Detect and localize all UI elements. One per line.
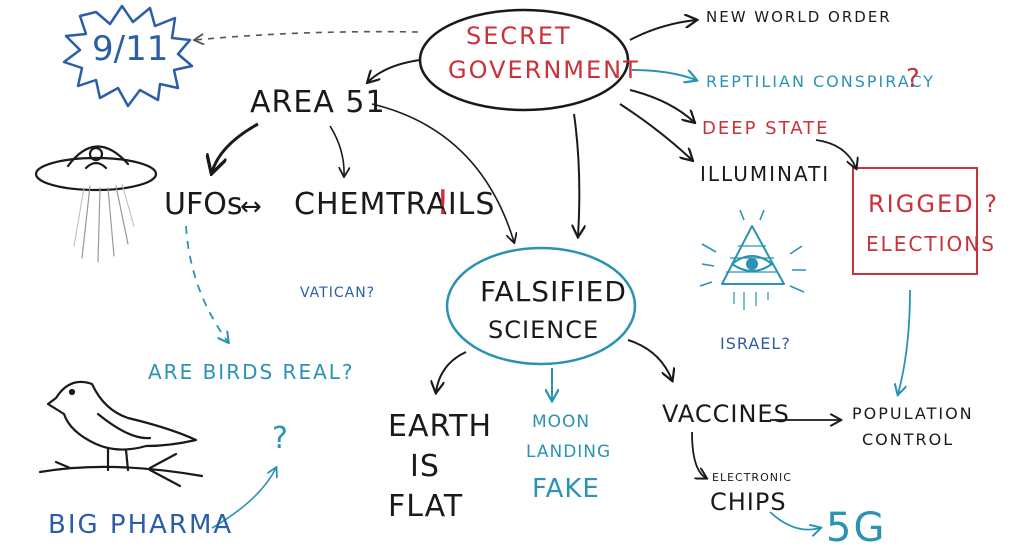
arrow-falsified-to-earth [436, 351, 467, 392]
arrow-to-falsified-gov [574, 113, 579, 236]
arrow-rigged-to-population [898, 289, 911, 394]
falsified-science-ellipse [445, 246, 637, 366]
earth-label-line2: Is [410, 449, 440, 484]
arrow-falsified-to-vaccines [627, 339, 672, 380]
bird-icon [38, 380, 204, 488]
arrow-to-nwo [629, 20, 696, 41]
secret-government-label-line1: Secret [466, 22, 572, 50]
earth-label-line3: Flat [388, 489, 464, 524]
arrow-to-reptilian [631, 69, 696, 80]
arrow-to-911 [195, 30, 419, 40]
electronic-label: Electronic [712, 471, 792, 484]
chemtrails-label: Chemtrails [294, 187, 496, 222]
moon-label-line2: Landing [526, 442, 612, 462]
eye-pyramid-icon [699, 209, 806, 310]
chemtrails-exclamation: ! [436, 183, 452, 223]
vatican-label: Vatican? [300, 285, 376, 301]
ufos-chemtrails-arrow: ↔ [240, 192, 262, 222]
arrow-area51-to-chemtrails [329, 125, 344, 176]
five-g-label: 5G [826, 505, 887, 551]
falsified-label-line1: Falsified [480, 275, 627, 308]
moon-label-line1: Moon [532, 412, 591, 432]
population-label-line2: Control [862, 430, 955, 449]
moon-label-line3: Fake [532, 474, 600, 504]
arrow-to-area51 [368, 59, 421, 82]
secret-government-label-line2: Government [448, 56, 640, 84]
are-birds-real-label: Are Birds Real? [148, 360, 355, 384]
illuminati-label: Illuminati [700, 162, 831, 186]
reptilian-question: ? [906, 64, 922, 94]
falsified-label-line2: Science [488, 316, 600, 344]
arrow-area51-to-falsified [371, 103, 514, 242]
rigged-label-line2: Elections [866, 232, 996, 256]
earth-label-line1: Earth [388, 409, 493, 444]
pharma-question-mark: ? [272, 421, 290, 456]
arrow-deep-state-to-rigged [815, 139, 856, 168]
chips-label: Chips [710, 488, 787, 516]
arrow-pharma-to-question [211, 468, 276, 529]
ufo-icon [34, 145, 158, 263]
rigged-label-line1: Rigged ? [868, 190, 999, 218]
nine-eleven-burst [62, 4, 194, 108]
diagram-canvas [34, 4, 978, 539]
arrow-to-illuminati [619, 103, 692, 160]
big-pharma-label: Big Pharma [48, 510, 234, 540]
ufos-label: UFOs [164, 187, 243, 222]
nine-eleven-label: 9/11 [92, 29, 169, 69]
new-world-order-label: New World Order [706, 8, 892, 26]
arrow-vaccines-to-chips [691, 431, 706, 478]
deep-state-label: Deep State [702, 118, 830, 139]
arrow-ufos-to-birds [185, 225, 228, 342]
arrow-chips-to-5g [769, 511, 820, 530]
reptilian-label: Reptilian Conspiracy [706, 72, 936, 91]
arrow-area51-to-ufos [212, 122, 259, 172]
vaccines-label: Vaccines [662, 400, 790, 428]
arrow-to-deep-state [629, 89, 694, 122]
population-label-line1: Population [852, 404, 974, 423]
area51-label: Area 51 [250, 85, 386, 120]
rigged-elections-box [852, 167, 978, 275]
israel-label: Israel? [720, 334, 791, 353]
